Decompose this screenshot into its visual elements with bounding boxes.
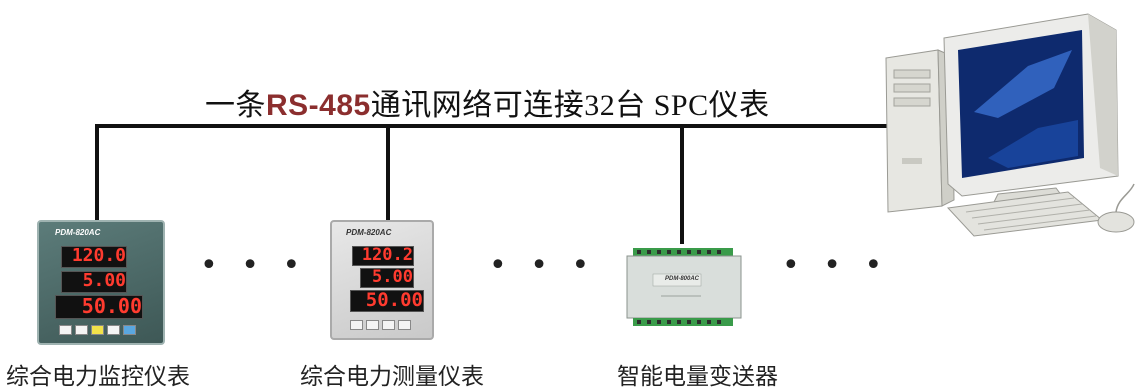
meter-key	[59, 325, 72, 335]
ellipsis-1: • • •	[200, 248, 308, 283]
title-prefix: 一条	[205, 88, 266, 123]
meter-key	[75, 325, 88, 335]
meter-key	[123, 325, 136, 335]
caption-measure-meter: 综合电力测量仪表	[300, 364, 484, 390]
reading-3: 50.00	[350, 290, 424, 312]
ellipsis-3: • • •	[782, 248, 890, 283]
reading-1: 120.2	[352, 246, 414, 266]
meter-key	[366, 320, 379, 330]
transmitter-model: PDM-800AC	[665, 276, 700, 282]
meter-key	[382, 320, 395, 330]
ellipsis-2: • • •	[489, 248, 597, 283]
meter-key	[91, 325, 104, 335]
meter-model: PDM-820AC	[55, 228, 101, 237]
reading-3: 50.00	[55, 295, 143, 319]
title-protocol: RS-485	[266, 89, 371, 122]
caption-monitor-meter: 综合电力监控仪表	[6, 364, 190, 390]
title-count: 32台 SPC	[584, 89, 709, 122]
reading-2: 5.00	[61, 271, 127, 293]
transmitter-icon	[626, 248, 742, 326]
meter-key	[398, 320, 411, 330]
network-title: 一条RS-485通讯网络可连接32台 SPC仪表	[205, 80, 770, 124]
drop-line-2	[386, 124, 390, 220]
meter-key	[350, 320, 363, 330]
title-suffix: 通讯网络可连接	[370, 88, 585, 123]
rs485-bus-line	[95, 124, 895, 128]
device-monitor-meter: PDM-820AC 120.0 5.00 50.00	[37, 220, 165, 345]
computer-icon	[878, 8, 1143, 238]
meter-model: PDM-820AC	[346, 228, 392, 237]
device-measure-meter: PDM-820AC 120.2 5.00 50.00	[330, 220, 434, 340]
drop-line-1	[95, 124, 99, 220]
device-transmitter: PDM-800AC	[625, 244, 743, 328]
drop-line-3	[680, 124, 684, 244]
reading-2: 5.00	[360, 268, 414, 288]
title-tail: 仪表	[708, 88, 770, 123]
meter-key	[107, 325, 120, 335]
caption-transmitter: 智能电量变送器	[617, 364, 778, 390]
reading-1: 120.0	[61, 246, 127, 268]
